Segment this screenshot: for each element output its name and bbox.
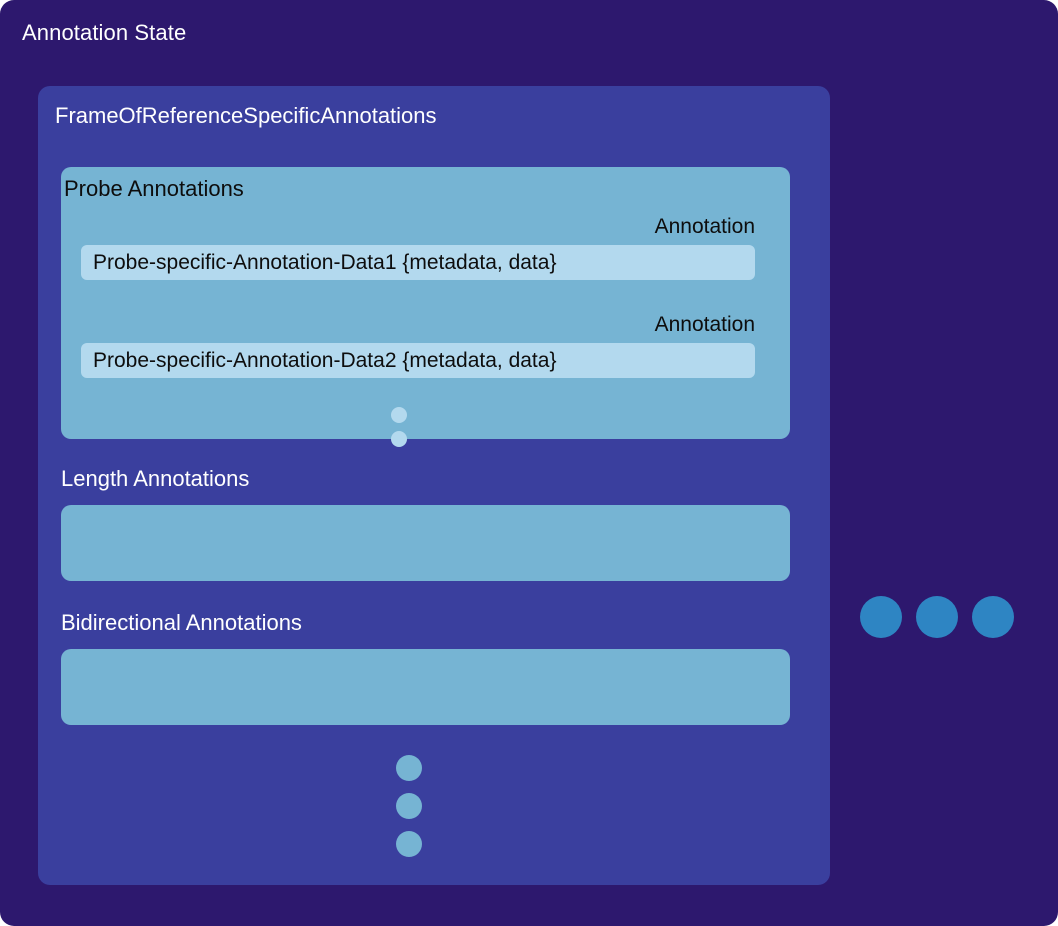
ellipsis-dot [396, 755, 422, 781]
annotation-data-pill: Probe-specific-Annotation-Data1 {metadat… [81, 245, 755, 280]
annotation-entry: Annotation Probe-specific-Annotation-Dat… [81, 213, 755, 280]
length-annotations-label: Length Annotations [61, 466, 250, 491]
frame-of-reference-panel: FrameOfReferenceSpecificAnnotations Prob… [38, 86, 830, 885]
bidirectional-annotations-section: Bidirectional Annotations [61, 609, 790, 725]
bidirectional-annotations-label: Bidirectional Annotations [61, 610, 302, 635]
ellipsis-dot [916, 596, 958, 638]
length-annotations-box [61, 505, 790, 581]
ellipsis-dot [391, 431, 407, 447]
length-annotations-section: Length Annotations [61, 465, 790, 581]
bidirectional-annotations-box [61, 649, 790, 725]
ellipsis-dot [396, 831, 422, 857]
probe-annotations-group: Probe Annotations Annotation Probe-speci… [61, 167, 790, 447]
probe-ellipsis-icon [391, 407, 407, 447]
page-title: Annotation State [22, 20, 187, 45]
ellipsis-dot [972, 596, 1014, 638]
ellipsis-dot [860, 596, 902, 638]
ellipsis-dot [396, 793, 422, 819]
side-ellipsis-icon [860, 596, 1014, 638]
annotation-caption: Annotation [654, 313, 755, 336]
probe-annotations-title: Probe Annotations [64, 176, 244, 201]
frame-of-reference-title: FrameOfReferenceSpecificAnnotations [55, 103, 437, 128]
panel-ellipsis-icon [396, 755, 422, 857]
ellipsis-dot [391, 407, 407, 423]
annotation-caption: Annotation [654, 215, 755, 238]
annotation-entry: Annotation Probe-specific-Annotation-Dat… [81, 311, 755, 378]
annotation-data-pill: Probe-specific-Annotation-Data2 {metadat… [81, 343, 755, 378]
